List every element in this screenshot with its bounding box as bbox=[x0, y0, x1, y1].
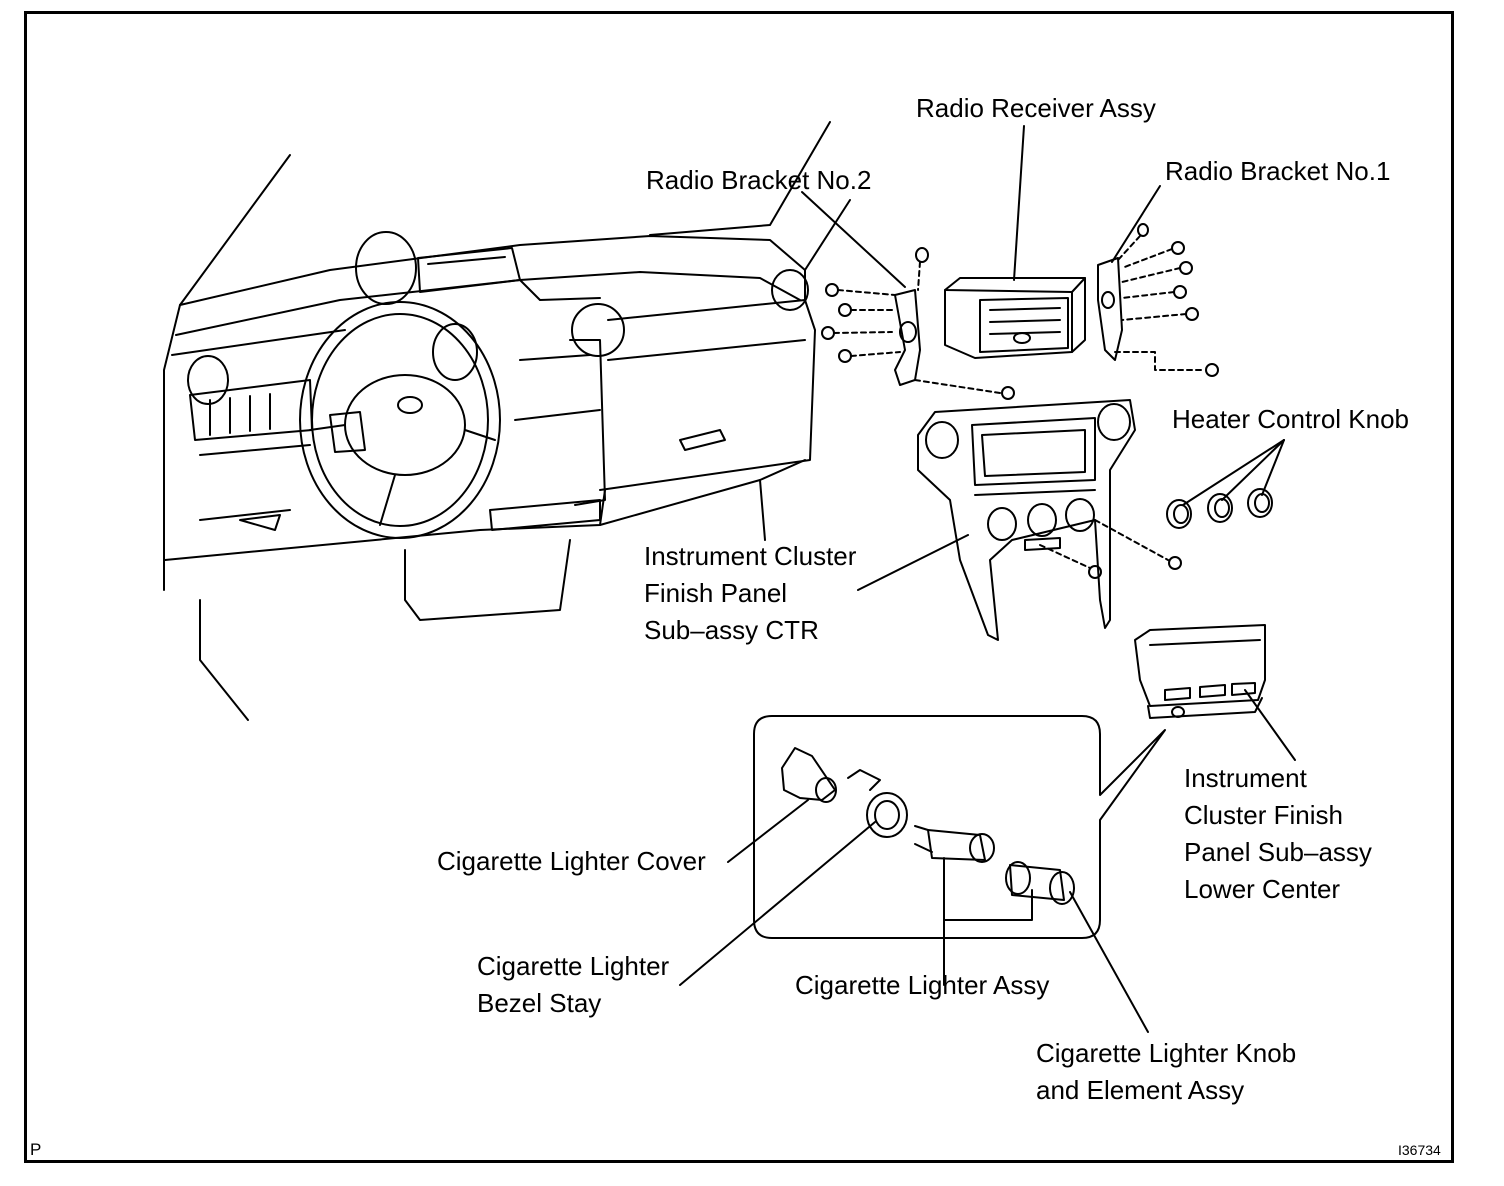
label-bezel-stay-line1: Cigarette Lighter bbox=[477, 951, 670, 981]
label-cigarette-lighter-cover: Cigarette Lighter Cover bbox=[437, 846, 706, 876]
lighter-parts-drawing bbox=[781, 747, 1075, 905]
label-radio-bracket-2: Radio Bracket No.2 bbox=[646, 165, 872, 195]
label-knob-element-line1: Cigarette Lighter Knob bbox=[1036, 1038, 1297, 1068]
label-cluster-lower-line2: Cluster Finish bbox=[1184, 800, 1343, 830]
figure-id: I36734 bbox=[1398, 1142, 1441, 1158]
label-radio-receiver-assy: Radio Receiver Assy bbox=[916, 93, 1156, 123]
radio-bracket-2-drawing bbox=[821, 247, 1015, 400]
radio-receiver-drawing bbox=[944, 277, 1086, 359]
leader-lines bbox=[679, 125, 1296, 1033]
radio-bracket-1-drawing bbox=[1097, 223, 1219, 377]
label-radio-bracket-1: Radio Bracket No.1 bbox=[1165, 156, 1391, 186]
label-cluster-lower-line4: Lower Center bbox=[1184, 874, 1341, 904]
dashboard-drawing bbox=[163, 121, 851, 721]
label-cluster-lower-line3: Panel Sub–assy bbox=[1184, 837, 1372, 867]
label-cluster-ctr-line3: Sub–assy CTR bbox=[644, 615, 819, 645]
label-bezel-stay-line2: Bezel Stay bbox=[477, 988, 602, 1018]
corner-mark-p: P bbox=[30, 1140, 42, 1159]
label-heater-control-knob: Heater Control Knob bbox=[1172, 404, 1410, 434]
finish-panel-ctr-drawing bbox=[917, 399, 1182, 641]
diagram-frame bbox=[24, 11, 1454, 1163]
label-cigarette-lighter-assy: Cigarette Lighter Assy bbox=[795, 970, 1050, 1000]
callout-bubble bbox=[753, 715, 1166, 939]
label-cluster-ctr-line2: Finish Panel bbox=[644, 578, 788, 608]
heater-knobs-drawing bbox=[1166, 488, 1273, 529]
label-knob-element-line2: and Element Assy bbox=[1036, 1075, 1245, 1105]
label-cluster-lower-line1: Instrument bbox=[1184, 763, 1307, 793]
lower-center-panel-drawing bbox=[1134, 624, 1266, 719]
label-cluster-ctr-line1: Instrument Cluster bbox=[644, 541, 857, 571]
